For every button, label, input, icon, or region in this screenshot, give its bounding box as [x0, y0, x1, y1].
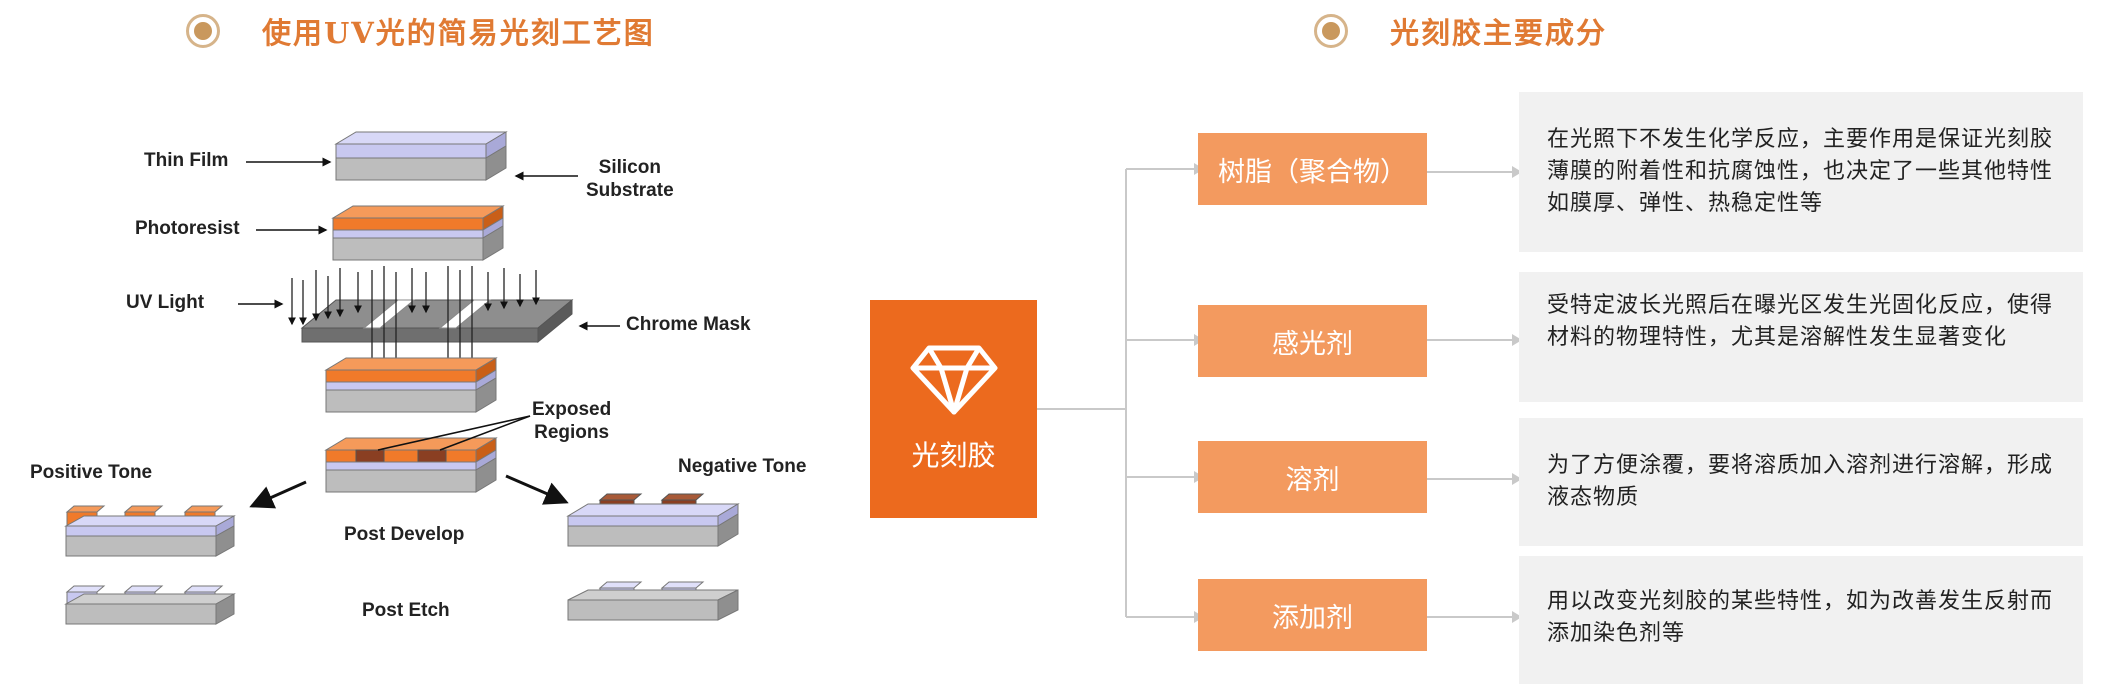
label-thin-film: Thin Film: [144, 150, 229, 171]
description-text: 为了方便涂覆，要将溶质加入溶剂进行溶解，形成液态物质: [1547, 453, 2054, 510]
lithography-drawing: [64, 131, 740, 625]
negative-etch-wafer: [567, 581, 739, 621]
description-text: 在光照下不发生化学反应，主要作用是保证光刻胶薄膜的附着性和抗腐蚀性，也决定了一些…: [1547, 127, 2054, 216]
description-text: 受特定波长光照后在曝光区发生光固化反应，使得材料的物理特性，尤其是溶解性发生显著…: [1547, 293, 2054, 350]
right-section-title: 光刻胶主要成分: [1390, 16, 1608, 50]
wafer-exposed-regions: [324, 437, 498, 493]
label-exposed-regions: Exposed Regions: [532, 399, 612, 443]
label-silicon-substrate: Silicon Substrate: [586, 157, 674, 201]
bullet-icon: [186, 14, 220, 48]
component-name: 树脂（聚合物）: [1218, 156, 1407, 188]
left-section-header: 使用UV光的简易光刻工艺图: [186, 8, 655, 54]
label-post-develop: Post Develop: [344, 524, 465, 545]
component-name: 溶剂: [1285, 464, 1340, 496]
label-uv-light: UV Light: [126, 292, 205, 313]
description-sensitizer: 受特定波长光照后在曝光区发生光固化反应，使得材料的物理特性，尤其是溶解性发生显著…: [1519, 272, 2083, 402]
component-name: 感光剂: [1272, 328, 1353, 360]
left-section-title: 使用UV光的简易光刻工艺图: [262, 16, 655, 50]
diamond-icon: [909, 344, 999, 420]
negative-develop-wafer: [566, 493, 740, 547]
description-solvent: 为了方便涂覆，要将溶质加入溶剂进行溶解，形成液态物质: [1519, 418, 2083, 546]
wafer-thin-film: [334, 131, 508, 181]
label-negative-tone: Negative Tone: [678, 456, 807, 477]
description-text: 用以改变光刻胶的某些特性，如为改善发生反射而添加染色剂等: [1547, 589, 2054, 646]
lithography-diagram: Thin Film Silicon Substrate Photoresist …: [0, 120, 860, 670]
positive-develop-wafer: [64, 505, 236, 557]
label-post-etch: Post Etch: [362, 600, 450, 621]
photoresist-center-box: 光刻胶: [870, 300, 1037, 518]
bullet-icon: [1314, 14, 1348, 48]
description-additive: 用以改变光刻胶的某些特性，如为改善发生反射而添加染色剂等: [1519, 556, 2083, 684]
component-box-solvent: 溶剂: [1198, 441, 1427, 513]
component-box-sensitizer: 感光剂: [1198, 305, 1427, 377]
center-label: 光刻胶: [911, 439, 996, 472]
component-box-resin: 树脂（聚合物）: [1198, 133, 1427, 205]
positive-etch-wafer: [64, 585, 236, 625]
wafer-photoresist: [331, 205, 505, 261]
component-name: 添加剂: [1272, 602, 1353, 634]
label-chrome-mask: Chrome Mask: [626, 314, 751, 335]
description-resin: 在光照下不发生化学反应，主要作用是保证光刻胶薄膜的附着性和抗腐蚀性，也决定了一些…: [1519, 92, 2083, 252]
label-photoresist: Photoresist: [135, 218, 240, 239]
right-section-header: 光刻胶主要成分: [1314, 8, 1607, 54]
wafer-exposure: [324, 357, 498, 413]
label-arrows: [238, 157, 620, 509]
component-box-additive: 添加剂: [1198, 579, 1427, 651]
label-positive-tone: Positive Tone: [30, 462, 153, 483]
